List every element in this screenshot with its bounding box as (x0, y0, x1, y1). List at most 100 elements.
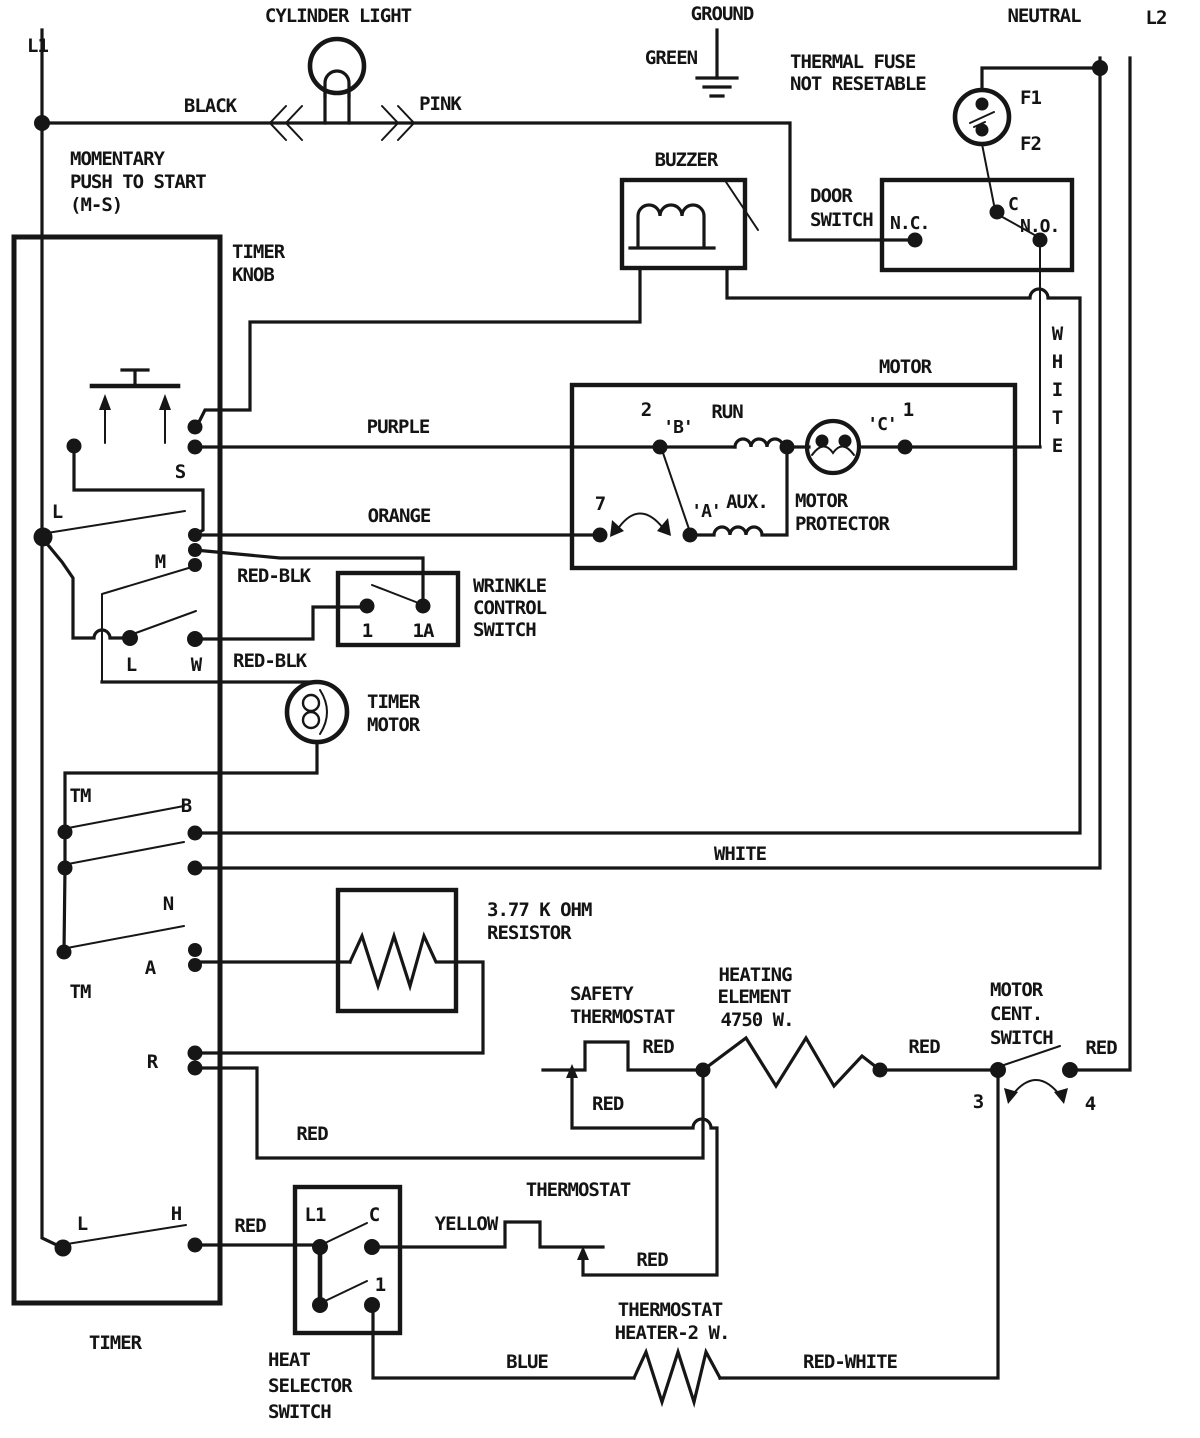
black-wire-label: BLACK (184, 95, 238, 117)
l2-label: L2 (1146, 7, 1167, 29)
wrinkle-t1-label: 1 (362, 620, 373, 642)
motor: MOTOR 2 'B' RUN 'C' 1 MOTOR PROTECTOR 7 … (193, 356, 1042, 571)
resistor-label-2: RESISTOR (487, 922, 572, 944)
neutral-label: NEUTRAL (1007, 5, 1081, 27)
red-l2-wire-label: RED (1085, 1037, 1117, 1059)
f1-label: F1 (1020, 87, 1041, 109)
timer: TIMER TIMER KNOB MOMENTARY PUSH TO START… (11, 148, 642, 1354)
thermostat-heater-label-1: THERMOSTAT (618, 1299, 723, 1321)
pink-wire-label: PINK (419, 93, 462, 115)
tm-top-label: TM (70, 785, 91, 807)
n-terminal-label: N (163, 893, 174, 915)
wrinkle-label-1: WRINKLE (473, 575, 547, 597)
door-switch: DOOR SWITCH N.C. C N.O. (810, 177, 1075, 448)
timer-motor-icon (284, 679, 350, 745)
rotation-arc-icon (616, 512, 664, 531)
selector-l1-label: L1 (305, 1204, 326, 1226)
red-blk-upper-label: RED-BLK (237, 565, 312, 587)
safety-thermostat-label-1: SAFETY (570, 983, 634, 1005)
wrinkle-control-switch: RED-BLK RED-BLK 1 1A WRINKLE CONTROL SWI… (193, 548, 548, 672)
yellow-wire-label: YELLOW (435, 1213, 499, 1235)
momentary-label-1: MOMENTARY (70, 148, 166, 170)
l2-rail: L2 RED (1070, 7, 1167, 1072)
resistor-label-1: 3.77 K OHM (487, 899, 592, 921)
motor-protector-icon (804, 418, 862, 476)
s-terminal-label: S (175, 461, 186, 483)
neutral-rail: NEUTRAL WHITE (193, 5, 1108, 870)
chevron-left-icon (268, 105, 303, 141)
red-heater-left-label: RED (642, 1036, 674, 1058)
motor-protector-label-2: PROTECTOR (795, 513, 891, 535)
resistor: 3.77 K OHM RESISTOR (193, 887, 593, 1055)
c-label: C (1008, 194, 1018, 215)
red-thermostat-label: RED (636, 1249, 668, 1271)
motor-cent-label-1: MOTOR (990, 979, 1044, 1001)
tm-bottom-label: TM (70, 981, 91, 1003)
motor-protector-label-1: MOTOR (795, 490, 849, 512)
cent-switch-arc-icon (1009, 1079, 1063, 1099)
l1-label: L1 (27, 35, 48, 57)
cylinder-light: CYLINDER LIGHT BLACK PINK (40, 5, 917, 242)
white-wire-label: WHITE (714, 843, 767, 865)
heat-circuit: RED SAFETY THERMOSTAT RED HEATING ELEMEN… (193, 964, 1000, 1277)
ground-label: GROUND (691, 3, 754, 25)
motor-t2-label: 2 (641, 399, 651, 421)
thermal-fuse: THERMAL FUSE NOT RESETABLE F1 F2 (790, 51, 1102, 211)
light-bulb-icon (307, 36, 367, 96)
heat-selector-label-2: SELECTOR (268, 1375, 353, 1397)
heating-element-label-3: 4750 W. (720, 1009, 793, 1031)
heat-selector-label-1: HEAT (268, 1349, 310, 1371)
timer-label: TIMER (89, 1332, 143, 1354)
red-blk-lower-label: RED-BLK (233, 650, 308, 672)
l-mid-label: L (52, 501, 63, 523)
l-bottom-label: L (77, 1213, 88, 1235)
buzzer-label: BUZZER (655, 149, 719, 171)
r-terminal-label: R (147, 1051, 159, 1073)
motor-t7-label: 7 (595, 493, 606, 515)
motor-b-label: 'B' (663, 417, 693, 438)
motor-a-label: 'A' (691, 501, 721, 522)
red-safety-jumper-label: RED (592, 1093, 624, 1115)
heating-element-label-2: ELEMENT (717, 986, 791, 1008)
motor-run-label: RUN (711, 401, 743, 423)
l1-rail: L1 (27, 28, 66, 1251)
selector-c-label: C (369, 1204, 380, 1226)
thermostat-heater-label-2: HEATER-2 W. (615, 1322, 730, 1344)
f2-label: F2 (1020, 133, 1041, 155)
safety-thermostat-label-2: THERMOSTAT (570, 1006, 675, 1028)
wrinkle-t1a-label: 1A (413, 620, 435, 642)
thermostat-label: THERMOSTAT (526, 1179, 631, 1201)
red-h-wire-label: RED (234, 1215, 266, 1237)
motor-t1-label: 1 (903, 399, 914, 421)
orange-wire-label: ORANGE (368, 505, 431, 527)
timer-knob-label-1: TIMER (232, 241, 286, 263)
thermal-fuse-label-1: THERMAL FUSE (790, 51, 916, 73)
motor-cent-switch: 3 4 MOTOR CENT. SWITCH (718, 979, 1097, 1380)
l-lw-label: L (126, 654, 137, 676)
motor-c-label: 'C' (867, 414, 897, 435)
door-switch-label-1: DOOR (810, 185, 853, 207)
timer-motor-label-1: TIMER (367, 691, 421, 713)
timer-motor-label-2: MOTOR (367, 714, 421, 736)
motor-aux-label: AUX. (726, 491, 768, 513)
nc-label: N.C. (890, 213, 929, 234)
selector-t1-label: 1 (375, 1274, 386, 1296)
buzzer: BUZZER (193, 149, 1082, 835)
cent-t3-label: 3 (973, 1091, 984, 1113)
w-terminal-label: W (191, 654, 203, 676)
heat-selector-label-3: SWITCH (268, 1401, 331, 1423)
heating-element-label-1: HEATING (718, 964, 792, 986)
motor-cent-label-2: CENT. (990, 1003, 1042, 1025)
cylinder-light-label: CYLINDER LIGHT (265, 5, 412, 27)
m-terminal-label: M (155, 551, 166, 573)
wrinkle-label-3: SWITCH (473, 619, 536, 641)
blue-wire-label: BLUE (506, 1351, 548, 1373)
purple-wire-label: PURPLE (367, 416, 430, 438)
push-button-icon (89, 368, 181, 444)
red-r-wire-label: RED (296, 1123, 328, 1145)
chevron-right-icon (381, 105, 416, 141)
red-white-wire-label: RED-WHITE (803, 1351, 898, 1373)
